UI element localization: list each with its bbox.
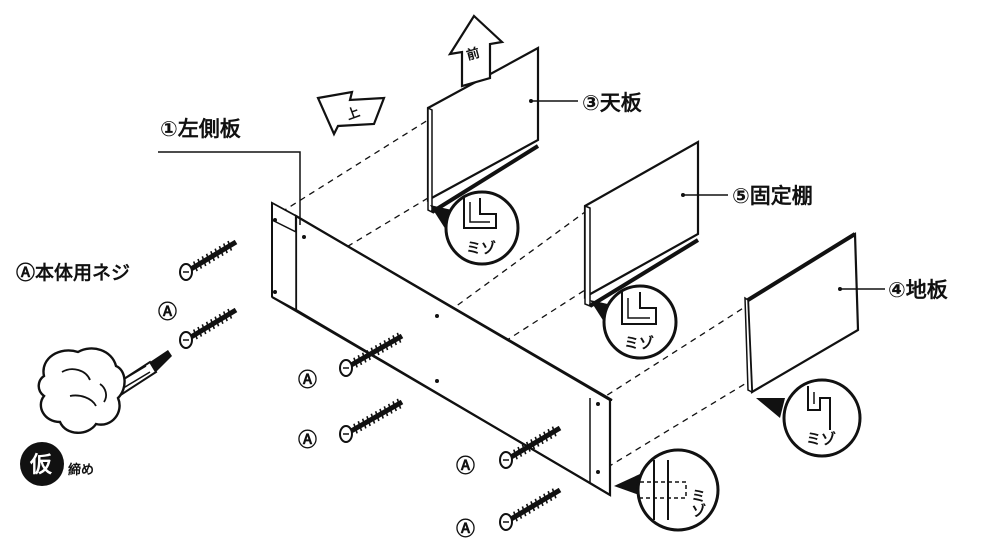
label-screw-a-1: Ⓐ [158,300,177,323]
temp-suffix-text: 締め [68,462,94,478]
front-arrow: 前 [447,14,505,88]
up-arrow-label: 上 [345,105,362,124]
groove-callout-side: ミゾ [614,448,720,532]
label-top-board: ③天板 [582,91,643,115]
screw-icon [179,307,238,349]
label-bottom-board: ④地板 [888,278,949,302]
screws [179,239,562,531]
screw-icon [339,398,404,443]
groove-label-vertical: ミゾ [689,488,707,518]
label-screw-a-3: Ⓐ [298,428,317,451]
label-screw-a-4: Ⓐ [456,454,475,477]
temp-badge-text: 仮 [29,453,53,478]
groove-callout-shelf: ミゾ [590,284,678,360]
groove-callout-bottom: ミゾ [756,378,862,458]
groove-label: ミゾ [806,430,836,448]
groove-callout-top: ミゾ [430,190,520,266]
assembly-guide-lines [271,119,749,474]
bottom-board [744,232,860,394]
left-side-panel [271,201,613,497]
hand-icon [37,347,126,434]
label-screw-a-2: Ⓐ [298,368,317,391]
top-board [426,46,540,214]
screw-icon [499,425,562,469]
leader-lines [158,100,885,290]
temp-tighten-badge: 仮 締め [20,442,94,486]
up-arrow: 上 [316,90,386,137]
label-screw-a-5: Ⓐ [456,517,475,540]
groove-label: ミゾ [624,334,654,352]
groove-label: ミゾ [466,239,496,257]
label-left-side: ①左側板 [160,117,242,141]
screw-icon [179,239,238,281]
screw-icon [499,487,562,531]
fixed-shelf [583,140,700,308]
label-fixed-shelf: ⑤固定棚 [732,184,813,208]
screw-icon [339,332,404,377]
label-screw-legend: Ⓐ本体用ネジ [16,261,130,284]
front-arrow-label: 前 [465,45,482,64]
